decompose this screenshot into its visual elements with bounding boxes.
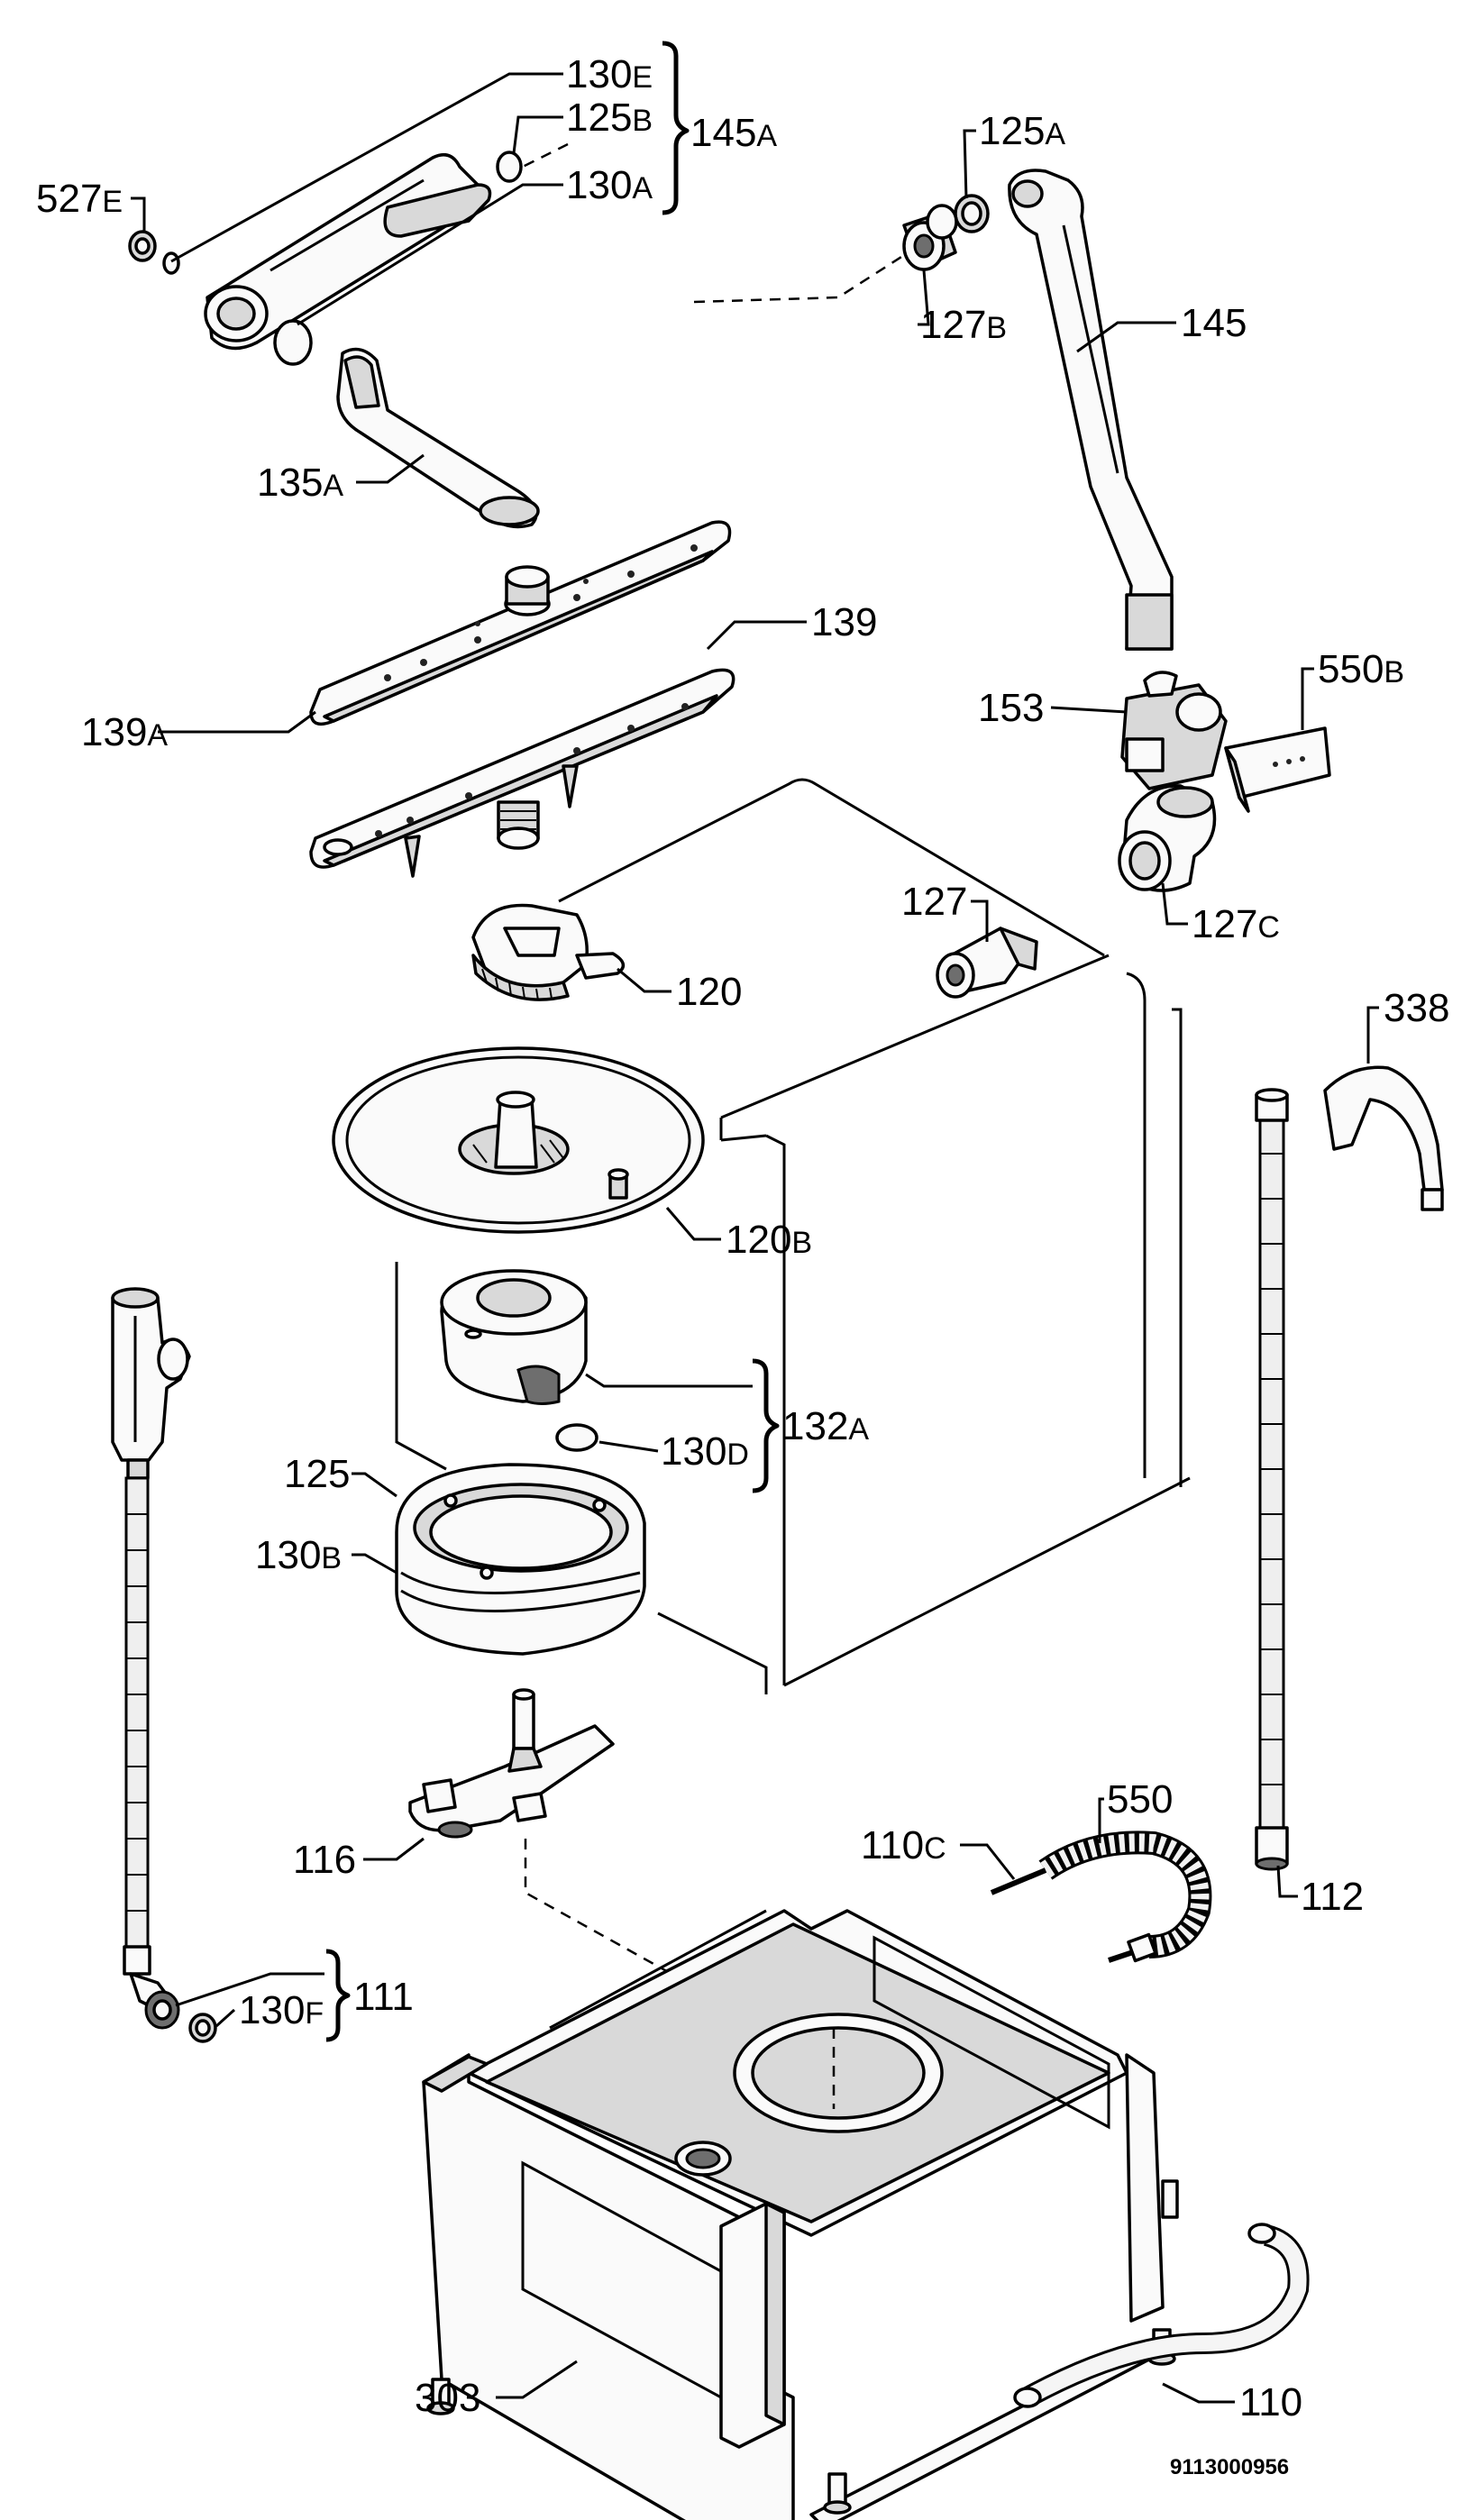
- heater-hose-550: [990, 1831, 1212, 1963]
- inlet-hose-111: [124, 1476, 150, 1949]
- label-139a: 139A: [81, 710, 168, 754]
- label-135a: 135A: [257, 461, 343, 505]
- washer-130f: [188, 2013, 217, 2043]
- label-153: 153: [978, 686, 1044, 730]
- label-130b: 130B: [255, 1533, 342, 1577]
- sump-cover-132a: [440, 1269, 588, 1405]
- label-130e: 130E: [566, 52, 653, 96]
- bracket-550b: [1224, 726, 1331, 813]
- label-550b: 550B: [1318, 647, 1404, 691]
- base-frame-303: [422, 1909, 1179, 2520]
- label-127b: 127B: [920, 303, 1007, 347]
- o-ring-130e: [162, 251, 180, 275]
- label-132a: 132A: [782, 1404, 869, 1448]
- o-ring-125b: [496, 151, 523, 183]
- document-number: 9113000956: [1170, 2455, 1289, 2479]
- label-139: 139: [811, 600, 877, 644]
- nut-527e: [128, 230, 157, 262]
- label-338: 338: [1384, 986, 1449, 1030]
- brace-111: [325, 1949, 351, 2042]
- filter-plate-120b: [332, 1046, 705, 1234]
- label-110: 110: [1239, 2380, 1302, 2424]
- label-125a: 125A: [979, 109, 1065, 153]
- pump-116: [408, 1688, 615, 1839]
- label-120b: 120B: [726, 1218, 812, 1262]
- inlet-filter-valve: [111, 1287, 191, 1480]
- hose-fitting-111: [123, 1945, 180, 2030]
- o-ring-130a: [273, 319, 313, 366]
- sump-ring-125: [395, 1463, 646, 1656]
- riser-pipe-145: [1008, 169, 1174, 651]
- connector-127b: [902, 204, 958, 271]
- upper-spray-arm-pipe: [204, 152, 492, 351]
- connector-127: [936, 927, 1038, 999]
- brace-145a: [662, 41, 690, 215]
- label-120: 120: [676, 970, 742, 1014]
- elbow-127c: [1118, 784, 1217, 892]
- label-145a: 145A: [690, 111, 777, 155]
- label-130a: 130A: [566, 163, 653, 207]
- label-110c: 110C: [861, 1823, 946, 1867]
- hose-ribs-right: [1260, 1153, 1284, 1785]
- label-303: 303: [415, 2376, 480, 2420]
- label-125: 125: [284, 1452, 350, 1496]
- label-130f: 130F: [239, 1988, 324, 2032]
- leader-lines: [131, 72, 1379, 2404]
- label-125b: 125B: [566, 96, 653, 140]
- label-112: 112: [1301, 1875, 1364, 1919]
- elbow-pipe-135a: [336, 347, 540, 529]
- label-130d: 130D: [661, 1429, 749, 1474]
- diverter-153: [1120, 671, 1228, 790]
- hose-ribs-left: [126, 1513, 148, 1912]
- label-127c: 127C: [1192, 902, 1280, 946]
- label-116: 116: [293, 1838, 356, 1882]
- drain-hose-112: [1258, 1116, 1285, 1831]
- label-145: 145: [1181, 301, 1247, 345]
- label-550: 550: [1107, 1777, 1173, 1822]
- filter-120: [471, 903, 626, 1001]
- label-527e: 527E: [36, 177, 123, 221]
- spray-arm-139: [309, 668, 735, 878]
- spray-arm-139a: [309, 520, 732, 726]
- label-127: 127: [901, 880, 967, 924]
- hose-ends-112: [1255, 1088, 1289, 1871]
- label-111: 111: [353, 1975, 414, 2019]
- drain-hose-110: [1013, 2223, 1310, 2408]
- brace-132a: [752, 1358, 780, 1493]
- seal-130d: [555, 1423, 598, 1452]
- tub-outline: [395, 778, 1191, 1694]
- seal-125a: [954, 194, 990, 233]
- clip-338: [1323, 1065, 1444, 1211]
